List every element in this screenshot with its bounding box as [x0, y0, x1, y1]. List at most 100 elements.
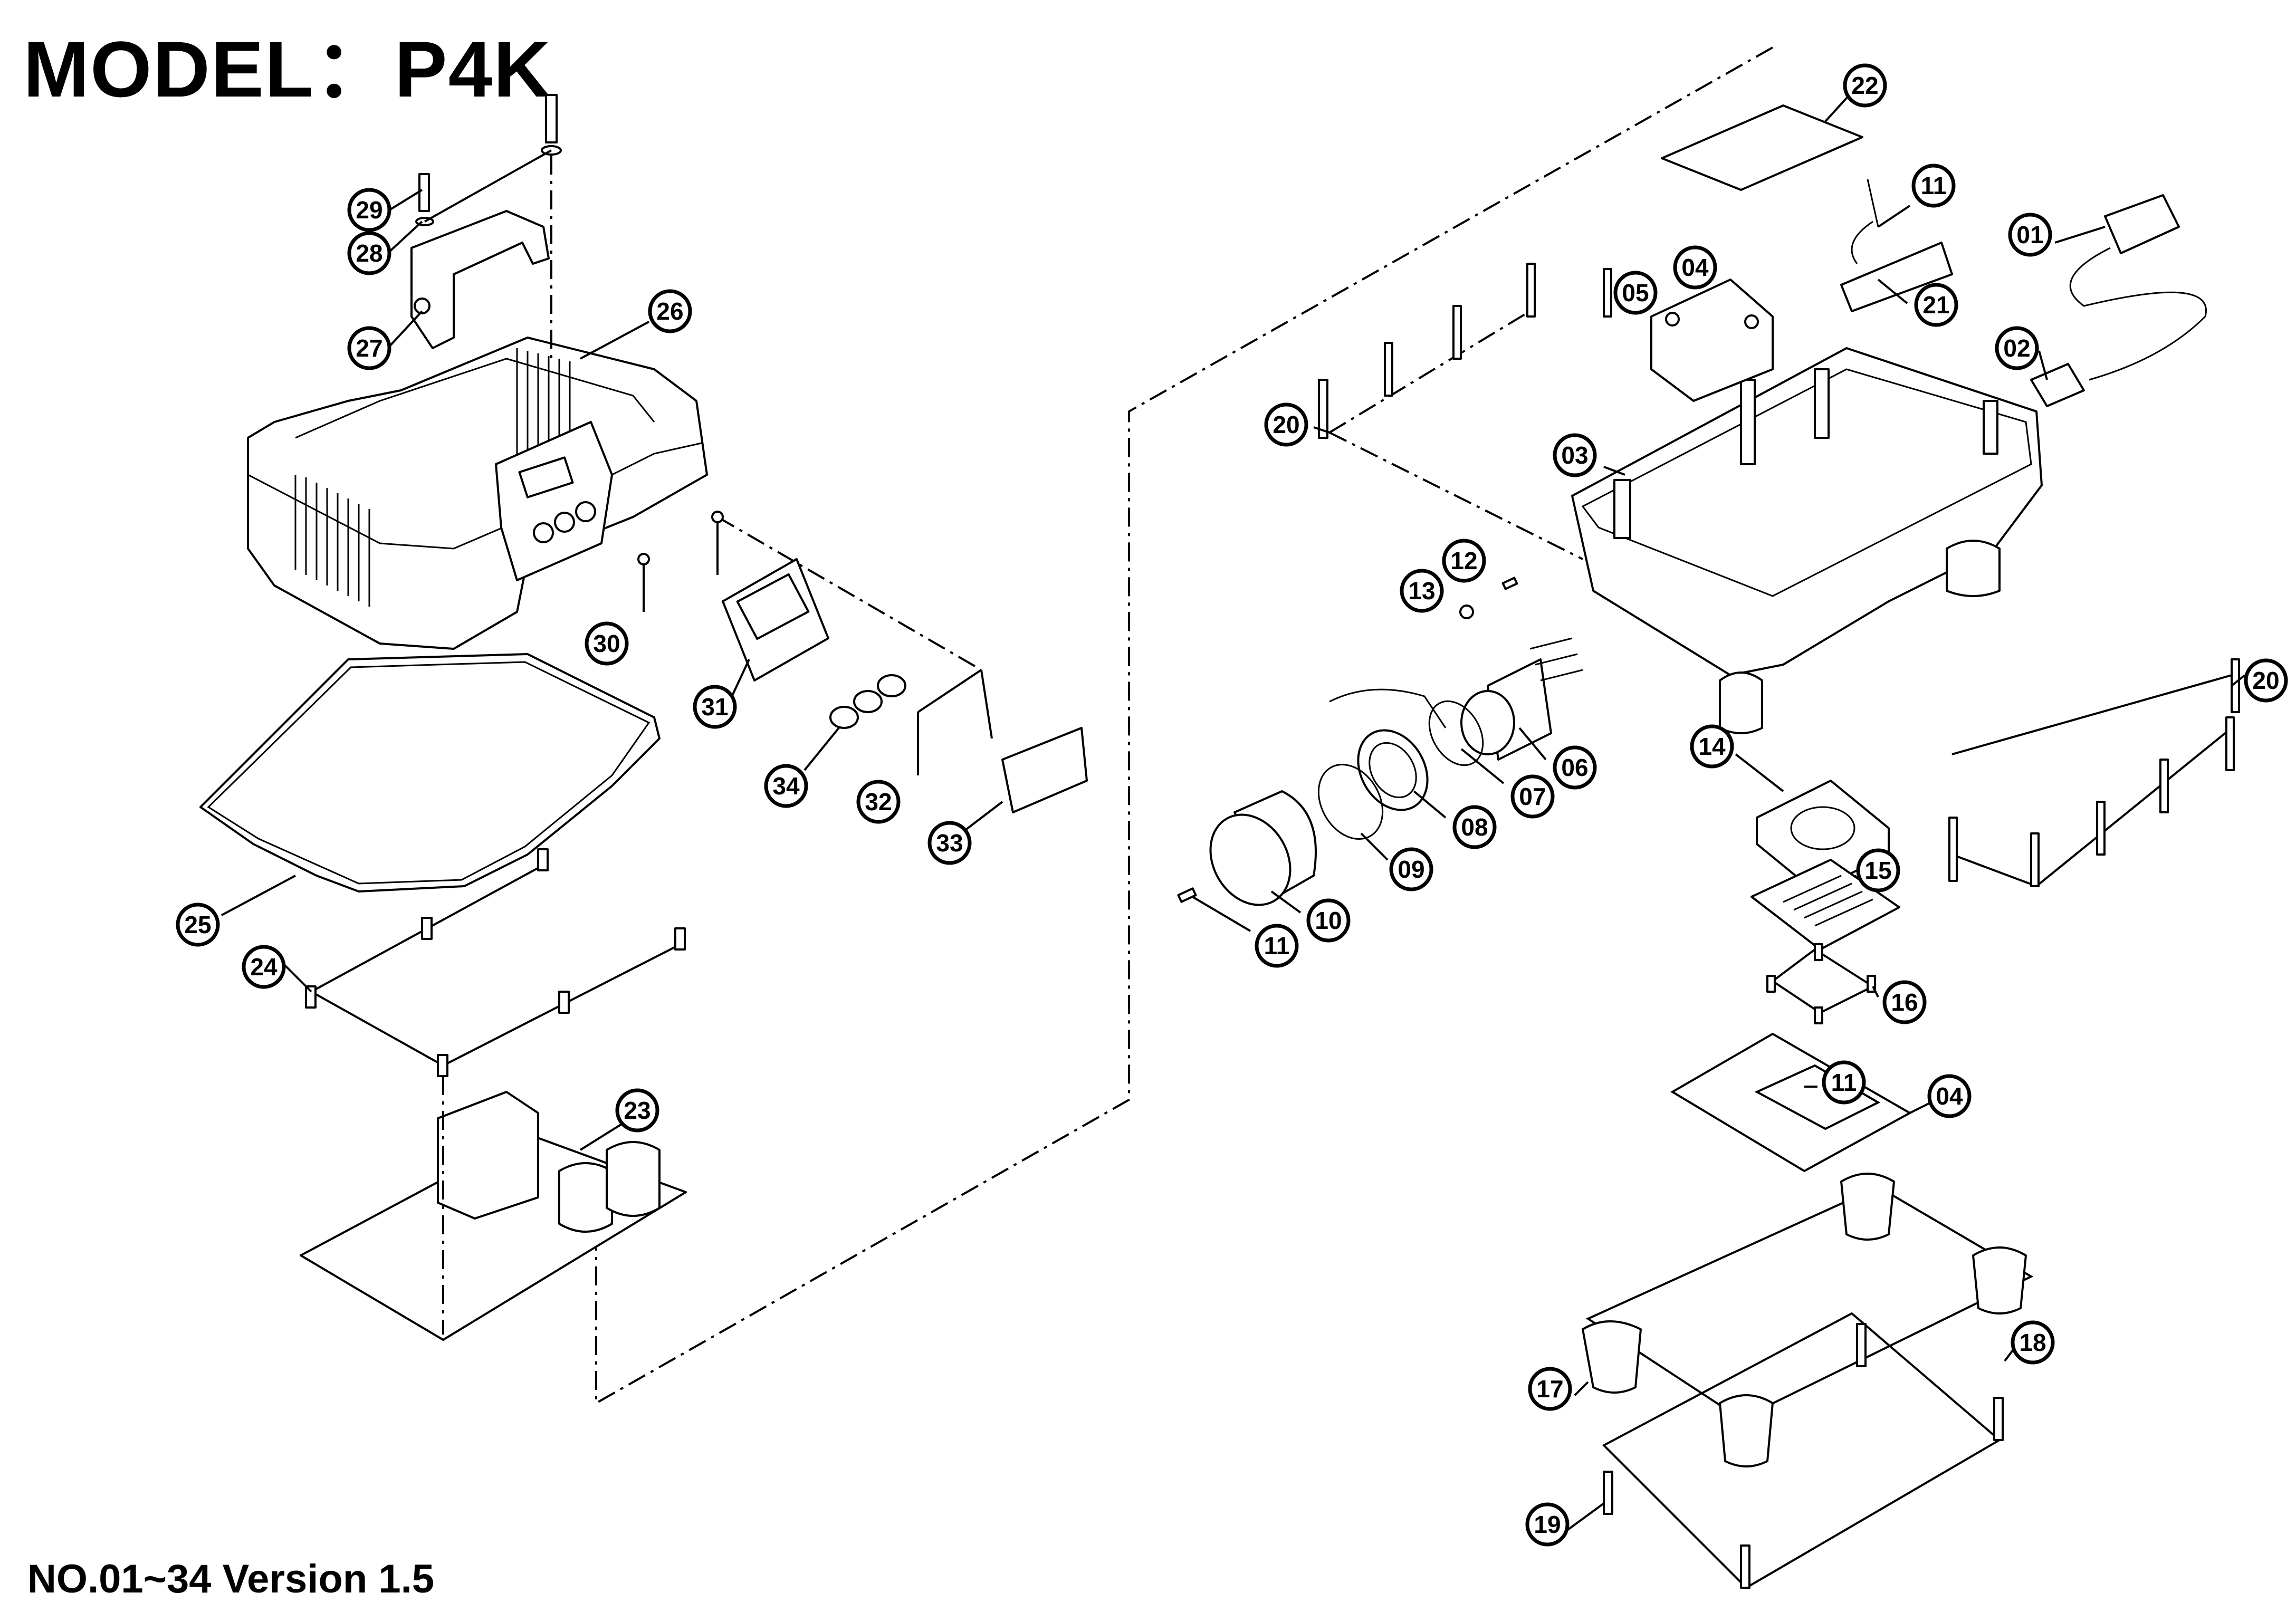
svg-text:17: 17	[1536, 1375, 1563, 1403]
version-footer: NO.01~34 Version 1.5	[27, 1557, 435, 1601]
callout-12: 12	[1442, 539, 1486, 583]
callout-09: 09	[1389, 847, 1433, 891]
assembly-boundary-dashed-line	[595, 46, 1773, 1405]
svg-text:26: 26	[656, 298, 683, 325]
bracket-05-part	[1608, 269, 1774, 402]
cover-screws	[305, 848, 686, 1077]
callout-32: 32	[856, 780, 901, 824]
base-plate-part	[300, 1076, 687, 1341]
callout-13: 13	[1400, 569, 1444, 613]
callout-14: 14	[1690, 724, 1734, 769]
connector-21-part	[1840, 179, 1953, 312]
callout-08: 08	[1452, 805, 1497, 849]
fitting-06-part	[1460, 637, 1583, 761]
svg-text:11: 11	[1264, 932, 1290, 959]
callout-15: 15	[1856, 848, 1900, 893]
svg-text:18: 18	[2019, 1329, 2046, 1356]
o-ring-09-part	[1317, 763, 1384, 840]
callout-11-cap: 11	[1255, 924, 1299, 968]
svg-text:32: 32	[865, 788, 892, 815]
svg-text:25: 25	[184, 911, 211, 938]
callout-24: 24	[242, 945, 286, 989]
callout-16: 16	[1882, 980, 1927, 1024]
callout-23: 23	[615, 1088, 659, 1133]
svg-text:19: 19	[1534, 1511, 1561, 1538]
svg-text:30: 30	[593, 630, 620, 657]
svg-text:12: 12	[1450, 547, 1477, 574]
callout-11-frame: 11	[1822, 1060, 1866, 1105]
svg-text:15: 15	[1864, 857, 1891, 884]
callout-06: 06	[1553, 745, 1597, 790]
label-22-part	[1661, 104, 1863, 191]
svg-text:22: 22	[1851, 72, 1878, 99]
base-frame-part	[1670, 1032, 1912, 1173]
svg-text:20: 20	[2252, 667, 2279, 694]
o-ring-07-part	[1428, 700, 1484, 766]
callout-20-left: 20	[1264, 402, 1308, 447]
display-board-part	[637, 511, 982, 682]
svg-text:06: 06	[1561, 754, 1588, 781]
svg-text:29: 29	[356, 196, 382, 224]
callout-30: 30	[585, 621, 629, 666]
callout-19: 19	[1525, 1502, 1570, 1547]
svg-text:08: 08	[1461, 813, 1488, 841]
svg-text:21: 21	[1922, 291, 1949, 319]
screws-16	[1766, 943, 1876, 1024]
callout-07: 07	[1510, 774, 1555, 819]
svg-text:27: 27	[356, 334, 382, 362]
callout-04-frame: 04	[1927, 1074, 1972, 1118]
cap-10-part	[1209, 790, 1317, 906]
model-title: MODEL：P4K	[23, 25, 552, 113]
callout-10: 10	[1306, 898, 1351, 943]
top-cover-part	[247, 337, 708, 650]
callout-34: 34	[764, 764, 808, 808]
svg-text:11: 11	[1831, 1069, 1857, 1096]
callout-05: 05	[1613, 271, 1658, 315]
leader-lines	[221, 91, 2246, 1533]
callout-01: 01	[2008, 213, 2052, 257]
svg-text:10: 10	[1315, 907, 1342, 934]
nut-08-part	[1357, 729, 1429, 811]
buttons-and-label-parts	[829, 669, 1088, 813]
callout-31: 31	[693, 685, 737, 729]
wire-part	[1329, 688, 1447, 728]
callout-17: 17	[1528, 1367, 1572, 1411]
power-cord-part	[2030, 194, 2207, 407]
housing-screws-left	[1318, 263, 1612, 560]
bottom-plate-part	[1582, 1173, 2034, 1589]
callout-04-top: 04	[1673, 245, 1717, 290]
main-housing-part	[1571, 347, 2043, 734]
callout-21: 21	[1914, 283, 1958, 327]
svg-text:23: 23	[624, 1097, 650, 1124]
svg-text:02: 02	[2003, 334, 2030, 362]
callout-29: 29	[347, 188, 391, 232]
callout-26: 26	[648, 289, 692, 333]
svg-text:04: 04	[1681, 254, 1709, 281]
callout-03: 03	[1553, 433, 1597, 477]
svg-text:07: 07	[1519, 783, 1546, 810]
callout-25: 25	[176, 903, 220, 947]
handle-part	[410, 210, 550, 349]
callout-22: 22	[1843, 63, 1887, 108]
callout-28: 28	[347, 231, 391, 275]
callout-27: 27	[347, 326, 391, 370]
svg-text:20: 20	[1273, 411, 1299, 438]
svg-text:04: 04	[1936, 1082, 1963, 1110]
callout-11-top: 11	[1911, 164, 1956, 208]
svg-text:14: 14	[1698, 733, 1726, 760]
handle-screws	[415, 94, 562, 359]
svg-text:34: 34	[772, 772, 800, 800]
svg-text:31: 31	[701, 693, 728, 721]
svg-text:33: 33	[936, 829, 963, 857]
gasket-part	[199, 653, 661, 893]
svg-text:11: 11	[1921, 172, 1947, 199]
svg-text:05: 05	[1622, 279, 1649, 306]
callout-02: 02	[1995, 326, 2039, 370]
svg-text:01: 01	[2016, 221, 2043, 248]
callout-33: 33	[927, 821, 972, 865]
svg-text:13: 13	[1408, 577, 1435, 604]
svg-text:03: 03	[1561, 442, 1588, 469]
svg-text:28: 28	[356, 239, 382, 267]
svg-text:24: 24	[250, 953, 278, 981]
